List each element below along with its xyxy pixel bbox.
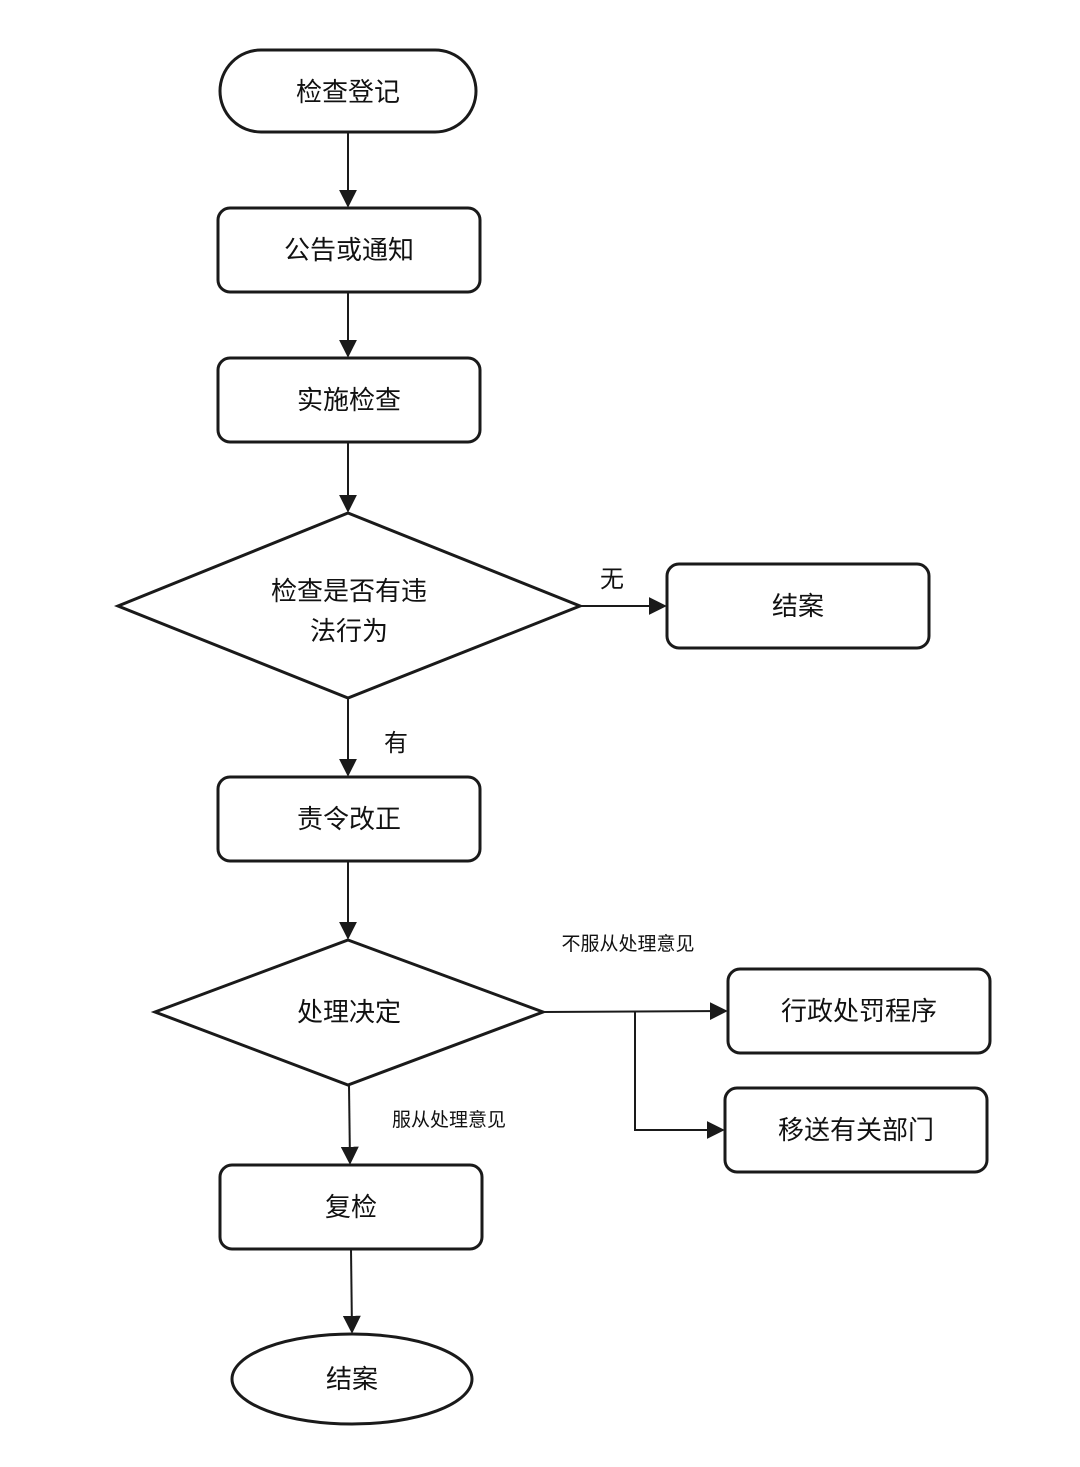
end-node: 结案 (230, 1332, 474, 1426)
handling-decision-label: 处理决定 (297, 998, 401, 1028)
edge-label-comply: 服从处理意见 (392, 1109, 506, 1131)
violation-decision-label-line1: 检查是否有违 (271, 577, 427, 607)
violation-decision-label-line2: 法行为 (310, 617, 388, 647)
notify-node: 公告或通知 (216, 206, 482, 294)
recheck-node: 复检 (218, 1163, 484, 1251)
edge-label-not-comply: 不服从处理意见 (561, 933, 694, 955)
edge-handling-to-recheck (340, 1084, 359, 1165)
close-case-label-right: 结案 (772, 592, 824, 622)
recheck-node-label: 复检 (325, 1193, 377, 1223)
edge-recheck-to-end (342, 1248, 361, 1334)
penalty-procedure-node: 行政处罚程序 (726, 967, 992, 1055)
edge-handling-to-penalty (542, 1002, 728, 1021)
edge-label-no-violation: 无 (600, 565, 624, 593)
edge-handling-to-transfer (634, 1012, 725, 1139)
inspect-node: 实施检查 (216, 356, 482, 444)
close-case-node-right: 结案 (665, 562, 931, 650)
rectify-node-label: 责令改正 (297, 805, 401, 835)
start-node-label: 检查登记 (296, 78, 400, 108)
rectify-node: 责令改正 (216, 775, 482, 863)
transfer-department-label: 移送有关部门 (778, 1116, 934, 1146)
edge-label-has-violation: 有 (384, 729, 408, 757)
violation-decision-node: 检查是否有违 法行为 (113, 511, 585, 700)
start-node: 检查登记 (218, 48, 478, 134)
notify-node-label: 公告或通知 (284, 236, 414, 266)
handling-decision-node: 处理决定 (150, 938, 548, 1087)
end-node-label: 结案 (326, 1365, 378, 1395)
penalty-procedure-label: 行政处罚程序 (781, 997, 937, 1027)
inspect-node-label: 实施检查 (297, 386, 401, 416)
transfer-department-node: 移送有关部门 (723, 1086, 989, 1174)
